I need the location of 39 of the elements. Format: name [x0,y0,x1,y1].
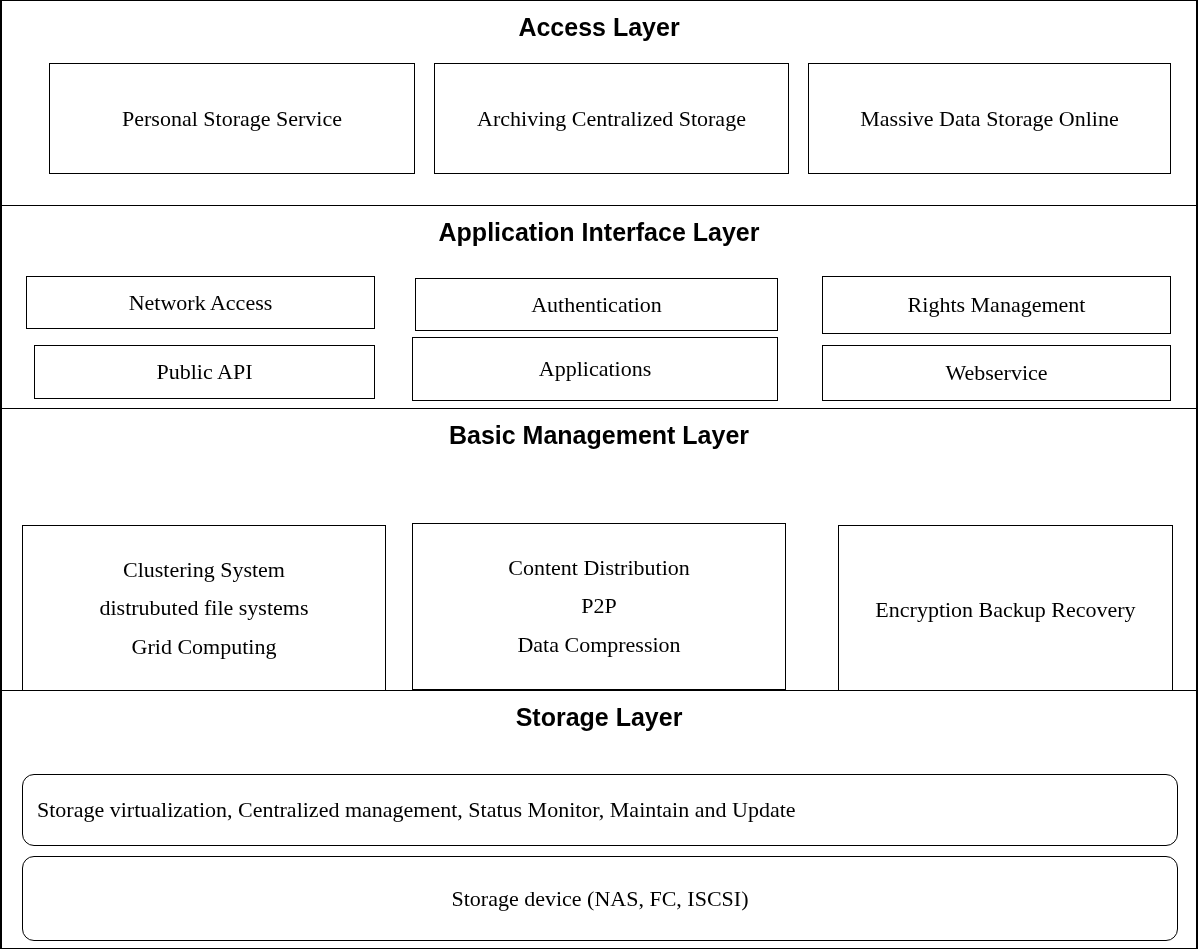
component-label: Webservice [944,359,1049,388]
component-label: Grid Computing [130,632,278,661]
layer-panel [0,205,1198,409]
component-label: P2P [580,592,618,621]
component-label: Storage device (NAS, FC, ISCSI) [450,884,750,913]
layer-title: Application Interface Layer [438,218,760,247]
component-label: Encryption Backup Recovery [874,595,1137,624]
component-label: Massive Data Storage Online [859,104,1120,133]
component-box [34,345,375,399]
component-box [415,278,778,331]
component-label: Storage virtualization, Centralized management, Status Monitor, Maintain and Update [36,796,797,825]
layer-panel [0,408,1198,691]
component-box [22,525,386,692]
component-box [808,63,1171,174]
component-box [26,276,375,329]
component-box [822,345,1171,401]
component-label: Rights Management [906,291,1087,320]
component-label: Clustering System [122,555,286,584]
layer-title: Storage Layer [515,703,683,732]
component-label: Authentication [530,290,663,319]
layer-title: Basic Management Layer [448,421,750,450]
rounded-box [22,774,1178,846]
component-label: Archiving Centralized Storage [476,104,747,133]
layer-panel [0,0,1198,206]
component-label: Network Access [127,288,274,317]
component-box [434,63,789,174]
component-box [822,276,1171,334]
component-label: distrubuted file systems [98,594,310,623]
rounded-box [22,856,1178,941]
component-box [412,523,786,690]
layer-title: Access Layer [518,13,680,42]
component-box [412,337,778,401]
component-label: Applications [537,355,653,384]
component-label: Data Compression [516,630,682,659]
component-box [49,63,415,174]
component-label: Public API [155,358,254,387]
layer-panel [0,690,1198,949]
component-label: Content Distribution [507,553,691,582]
component-label: Personal Storage Service [121,104,343,133]
